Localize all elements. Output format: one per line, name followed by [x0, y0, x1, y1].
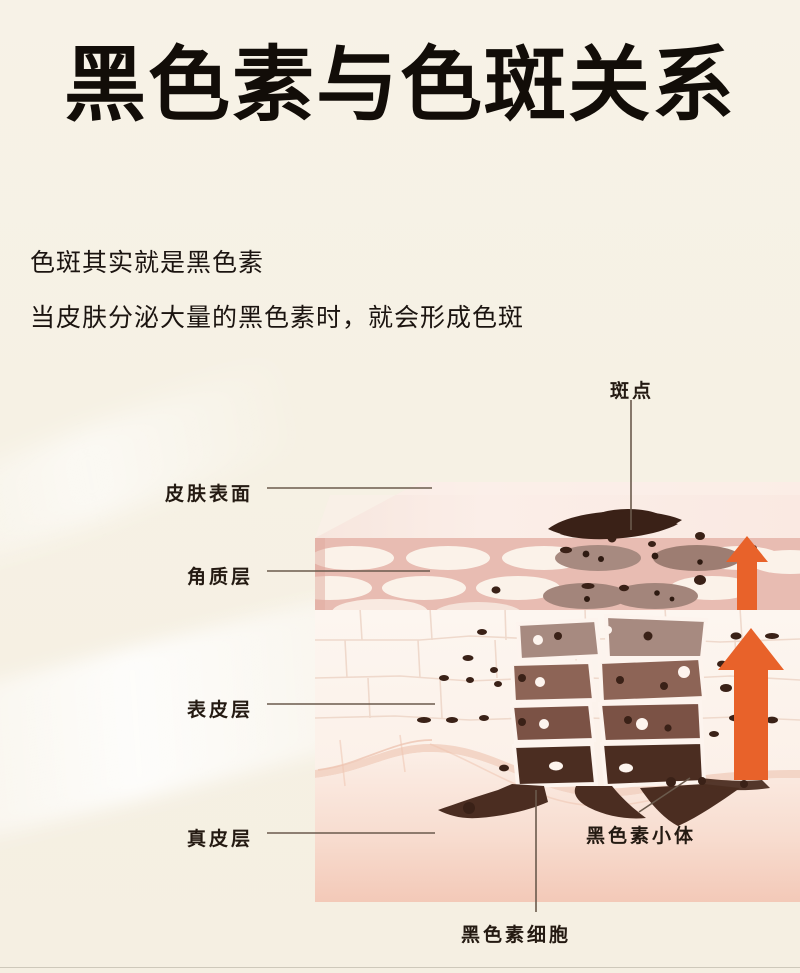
melanocyte-granules: [463, 777, 748, 814]
pigmented-epidermal-cells: [509, 613, 709, 789]
bottom-divider: [0, 967, 800, 968]
stratum-corneum-layer: [315, 538, 800, 610]
melanin-rise-arrow-upper: [726, 536, 768, 610]
skin-cross-section-illustration: [267, 400, 800, 912]
page-title: 黑色素与色斑关系: [63, 37, 736, 133]
pigmented-corneum-cells: [543, 545, 741, 609]
label-epidermis: 表皮层: [186, 700, 253, 721]
callout-leader-lines: [267, 400, 691, 912]
surface-pigment-spots: [548, 509, 682, 540]
label-stratum-corneum: 角质层: [186, 567, 253, 588]
skin-diagram: [0, 340, 800, 973]
label-melanocyte: 黑色素细胞: [460, 925, 571, 946]
label-melanosome: 黑色素小体: [586, 826, 697, 847]
intro-line-1: 色斑其实就是黑色素: [30, 249, 265, 277]
label-skin-surface: 皮肤表面: [164, 484, 253, 505]
melanin-rise-arrow-lower: [718, 628, 784, 780]
leader-melanosome: [638, 777, 691, 813]
label-spot: 斑点: [609, 381, 654, 402]
label-dermis: 真皮层: [186, 829, 253, 850]
intro-line-2: 当皮肤分泌大量的黑色素时，就会形成色斑: [30, 304, 525, 332]
skin-block-top-face: [315, 482, 800, 538]
